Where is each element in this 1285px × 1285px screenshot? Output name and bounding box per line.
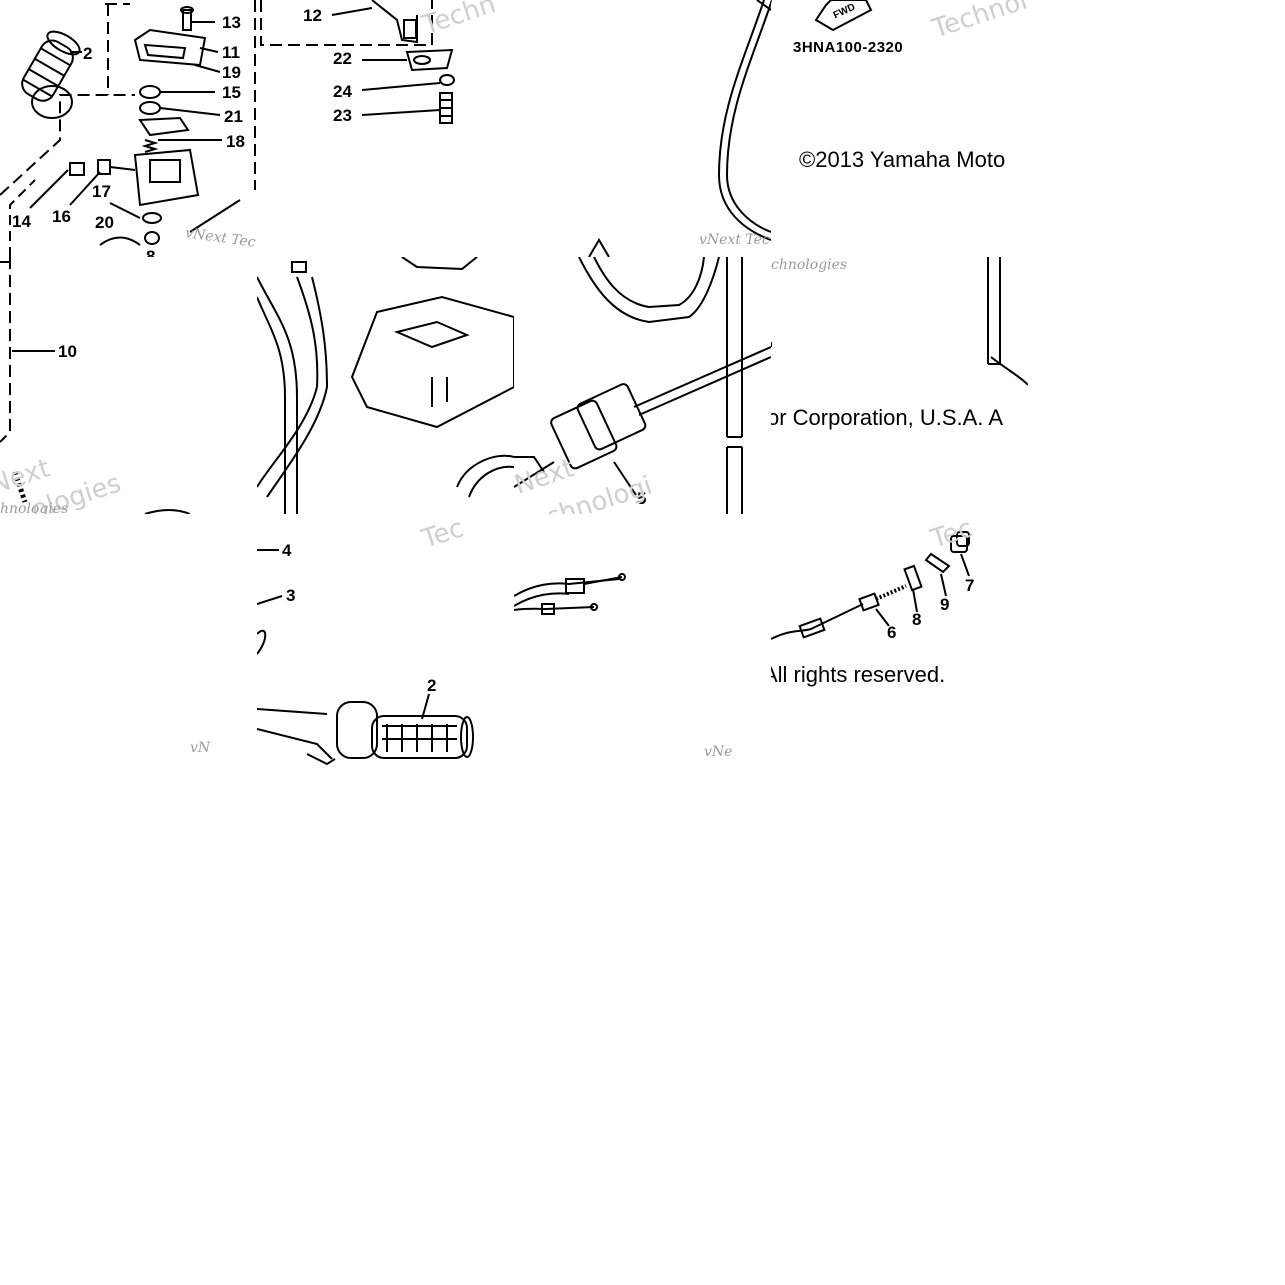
watermark-text: vNe [704, 744, 733, 760]
cable-ends-drawing [514, 573, 626, 615]
callout-3: 3 [286, 586, 296, 605]
callout-7: 7 [965, 576, 975, 595]
cable-end-drawing [771, 257, 1028, 386]
part-code: 3HNA100-2320 [793, 39, 904, 56]
fwd-arrow-drawing [771, 0, 873, 32]
handlebar-cover-drawing [257, 257, 514, 514]
callout-13: 13 [222, 13, 241, 32]
callout-8: 8 [912, 610, 922, 629]
callout-20: 20 [95, 213, 114, 232]
callout-10: 10 [58, 342, 77, 361]
callout-15: 15 [222, 83, 241, 102]
connector-drawing [514, 257, 771, 514]
adjuster-parts-drawing [771, 531, 970, 640]
callout-8: 8 [146, 247, 156, 257]
copyright-text: or Corporation, U.S.A. A [771, 405, 1003, 430]
tile-dashed-boundary: 10 Next ologies hnologies [0, 257, 257, 514]
callout-21: 21 [224, 107, 243, 126]
callout-4: 4 [282, 541, 292, 560]
dashed-boundary-drawing [0, 257, 191, 514]
callout-12: 12 [303, 6, 322, 25]
callout-16: 16 [52, 207, 71, 226]
callout-6: 6 [887, 623, 897, 642]
watermark-text: hnologies [0, 501, 69, 514]
callout-11: 11 [222, 43, 240, 62]
cable-top-drawing [588, 0, 771, 257]
callout-24: 24 [333, 82, 352, 101]
tile-switch-housing: 2 13 11 19 15 21 18 14 16 17 20 8 vNext … [0, 0, 257, 257]
tile-handlebar-cover [257, 257, 514, 514]
watermark-text: chnologies [771, 257, 848, 273]
tile-clamp-parts: 12 22 24 23 Techn [257, 0, 514, 257]
throttle-grip-drawing [257, 549, 474, 766]
callout-9: 9 [940, 595, 950, 614]
callout-23: 23 [333, 106, 352, 125]
copyright-text: ©2013 Yamaha Moto [799, 147, 1006, 172]
watermark-text: vN [190, 740, 211, 756]
tile-header-info: FWD 3HNA100-2320 ©2013 Yamaha Moto Techn… [771, 0, 1028, 257]
clamp-parts-drawing [260, 0, 455, 124]
callout-17: 17 [92, 182, 111, 201]
tile-connector: 5 Next chnologi [514, 257, 771, 514]
watermark-text: vNext Tec [699, 232, 770, 248]
switch-housing-drawing [0, 0, 256, 257]
callout-18: 18 [226, 132, 245, 151]
callout-2: 2 [427, 676, 437, 695]
callout-14: 14 [12, 212, 31, 231]
callout-22: 22 [333, 49, 352, 68]
tile-adjuster-parts: 6 8 9 7 All rights reserved. Tec [771, 514, 1028, 771]
callout-19: 19 [222, 63, 241, 82]
callout-5: 5 [637, 489, 647, 508]
copyright-text: All rights reserved. [771, 662, 946, 687]
tile-cable-top: vNext Tec [514, 0, 771, 257]
tile-throttle-grip: 4 3 2 Tec [257, 514, 514, 771]
tile-blank: vN [0, 514, 257, 771]
tile-cable-end: or Corporation, U.S.A. A chnologies [771, 257, 1028, 514]
tile-cable-ends: vNe [514, 514, 771, 771]
callout-2: 2 [83, 44, 93, 63]
